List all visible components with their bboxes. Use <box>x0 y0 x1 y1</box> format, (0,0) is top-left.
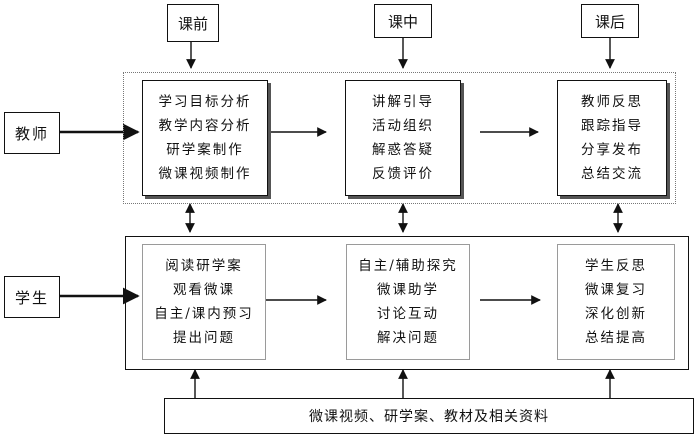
student-after-line-2: 微课复习 <box>585 282 647 298</box>
student-after-line-4: 总结提高 <box>585 330 647 346</box>
teacher-before-line-3: 研学案制作 <box>166 142 244 158</box>
student-region <box>125 236 689 370</box>
resources-label: 微课视频、研学案、教材及相关资料 <box>309 409 549 425</box>
student-box-after: 学生反思 微课复习 深化创新 总结提高 <box>557 244 675 360</box>
teacher-in-line-3: 解惑答疑 <box>372 142 434 158</box>
stage-before-class-label: 课前 <box>177 14 208 33</box>
stage-after-class-label: 课后 <box>594 12 625 31</box>
student-after-line-3: 深化创新 <box>585 306 647 322</box>
teacher-after-line-1: 教师反思 <box>581 94 643 110</box>
student-before-line-1: 阅读研学案 <box>165 258 243 274</box>
student-box-before: 阅读研学案 观看微课 自主/课内预习 提出问题 <box>142 244 266 360</box>
student-after-line-1: 学生反思 <box>585 258 647 274</box>
student-in-line-3: 讨论互动 <box>377 306 439 322</box>
teacher-box-after: 教师反思 跟踪指导 分享发布 总结交流 <box>557 80 667 196</box>
teacher-after-line-4: 总结交流 <box>581 166 643 182</box>
teacher-before-line-1: 学习目标分析 <box>158 94 252 110</box>
student-in-line-2: 微课助学 <box>377 282 439 298</box>
student-before-line-4: 提出问题 <box>173 330 235 346</box>
teacher-box-before: 学习目标分析 教学内容分析 研学案制作 微课视频制作 <box>142 80 268 196</box>
stage-before-class: 课前 <box>167 4 219 42</box>
teacher-before-line-4: 微课视频制作 <box>158 166 252 182</box>
teacher-in-line-2: 活动组织 <box>372 118 434 134</box>
stage-after-class: 课后 <box>581 4 639 38</box>
teacher-in-line-4: 反馈评价 <box>372 166 434 182</box>
teacher-region <box>123 72 676 204</box>
student-box-in: 自主/辅助探究 微课助学 讨论互动 解决问题 <box>346 244 470 360</box>
stage-in-class-label: 课中 <box>387 12 418 31</box>
teacher-after-line-2: 跟踪指导 <box>581 118 643 134</box>
teacher-box-in: 讲解引导 活动组织 解惑答疑 反馈评价 <box>345 80 461 196</box>
role-student: 学生 <box>4 276 60 318</box>
student-before-line-2: 观看微课 <box>173 282 235 298</box>
stage-in-class: 课中 <box>374 4 432 38</box>
teacher-after-line-3: 分享发布 <box>581 142 643 158</box>
teacher-in-line-1: 讲解引导 <box>372 94 434 110</box>
role-teacher-label: 教师 <box>14 124 49 143</box>
role-teacher: 教师 <box>4 112 60 154</box>
teacher-before-line-2: 教学内容分析 <box>158 118 252 134</box>
role-student-label: 学生 <box>14 288 49 307</box>
student-in-line-1: 自主/辅助探究 <box>358 258 458 274</box>
resources-box: 微课视频、研学案、教材及相关资料 <box>164 398 694 434</box>
student-before-line-3: 自主/课内预习 <box>154 306 254 322</box>
student-in-line-4: 解决问题 <box>377 330 439 346</box>
